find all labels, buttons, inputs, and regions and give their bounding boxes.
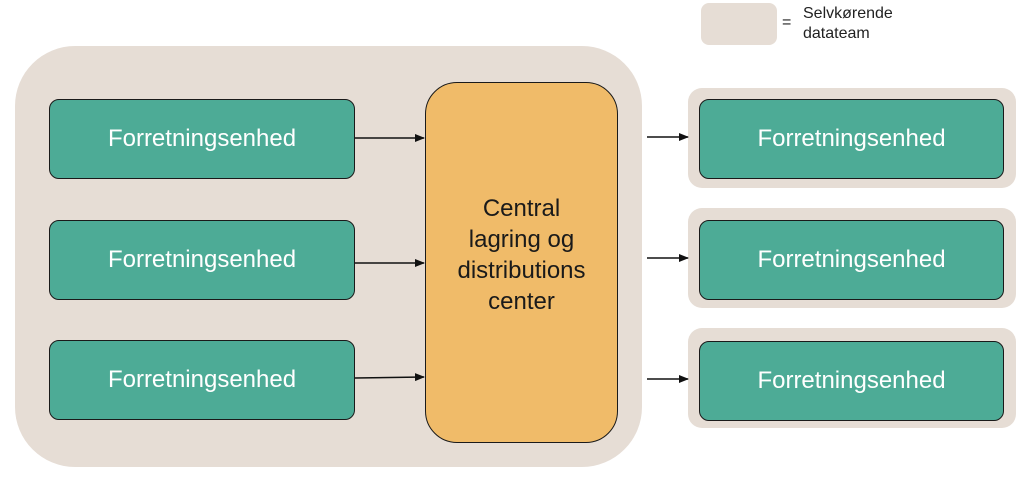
left-business-unit-1: Forretningsenhed: [49, 99, 355, 179]
central-center-label: Central lagring og distributions center: [457, 194, 586, 315]
right-business-unit-1: Forretningsenhed: [699, 99, 1004, 179]
right-business-unit-2: Forretningsenhed: [699, 220, 1004, 300]
left-business-unit-2: Forretningsenhed: [49, 220, 355, 300]
central-storage-distribution-center: Central lagring og distributions center: [425, 82, 618, 443]
legend-swatch: [701, 3, 777, 45]
legend-label: Selvkørende datateam: [803, 5, 893, 42]
left-business-unit-3: Forretningsenhed: [49, 340, 355, 420]
arrow-left-3-to-center: [354, 373, 425, 382]
right-business-unit-3: Forretningsenhed: [699, 341, 1004, 421]
legend-equals-sign: =: [782, 14, 792, 31]
